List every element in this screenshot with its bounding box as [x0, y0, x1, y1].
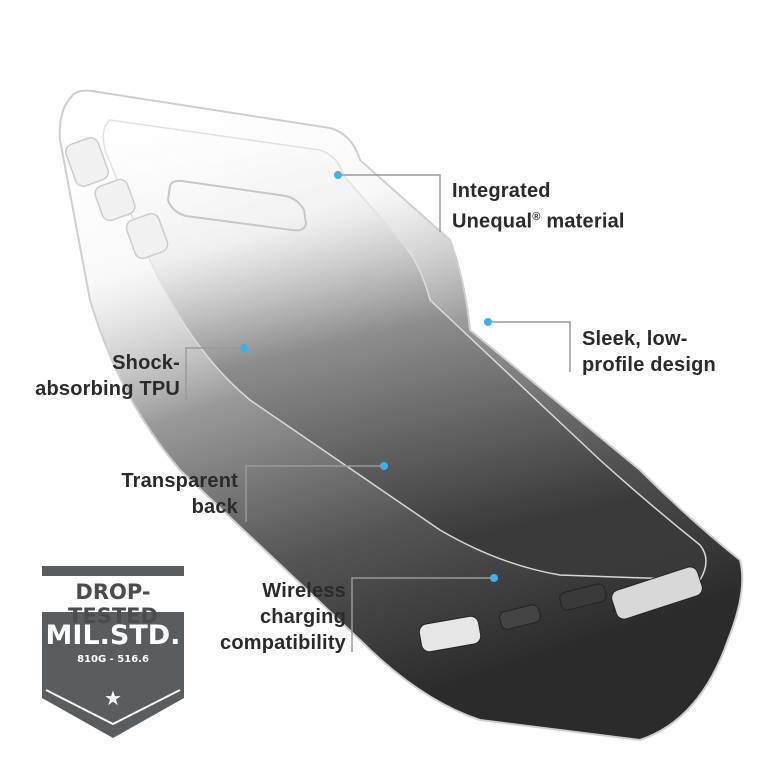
- callout-shock-line2: absorbing TPU: [35, 378, 180, 400]
- leader-lines: [185, 174, 571, 652]
- callout-sleek-line1: Sleek, low-: [582, 328, 688, 350]
- callout-shock-absorbing: Shock- absorbing TPU: [35, 350, 180, 402]
- callout-wireless-charging: Wireless charging compatibility: [220, 578, 346, 656]
- feature-dots: [240, 171, 498, 582]
- badge-main: MIL.STD.: [45, 620, 181, 651]
- badge-title: DROP-TESTED: [68, 580, 158, 628]
- dot-shock: [240, 344, 248, 352]
- callout-sleek-design: Sleek, low- profile design: [582, 326, 716, 378]
- bottom-ports: [418, 566, 703, 653]
- callout-wireless-line1: Wireless: [262, 580, 346, 602]
- callout-integrated-line2: Unequal® material: [452, 210, 625, 233]
- callout-shock-line1: Shock-: [112, 352, 180, 374]
- callout-transparent-back: Transparent back: [121, 468, 238, 520]
- side-buttons: [65, 137, 169, 260]
- callout-transparent-line2: back: [191, 496, 238, 518]
- mil-std-badge: DROP-TESTED MIL.STD. 810G - 516.6 ★: [36, 562, 190, 742]
- callout-integrated-material: Integrated Unequal® material: [452, 178, 625, 235]
- dot-wireless: [490, 574, 498, 582]
- callout-integrated-line1: Integrated: [452, 180, 551, 202]
- dot-transparent: [380, 462, 388, 470]
- star-icon: ★: [104, 686, 122, 710]
- callout-wireless-line2: charging: [259, 606, 346, 628]
- callout-transparent-line1: Transparent: [121, 470, 238, 492]
- callout-sleek-line2: profile design: [582, 354, 716, 376]
- dot-integrated: [334, 171, 342, 179]
- case-inner-cavity: [102, 119, 707, 581]
- callout-wireless-line3: compatibility: [220, 632, 346, 654]
- badge-shield-shape: [42, 566, 184, 738]
- dot-sleek: [484, 318, 492, 326]
- camera-cutout: [166, 179, 308, 232]
- badge-sub: 810G - 516.6: [77, 654, 149, 665]
